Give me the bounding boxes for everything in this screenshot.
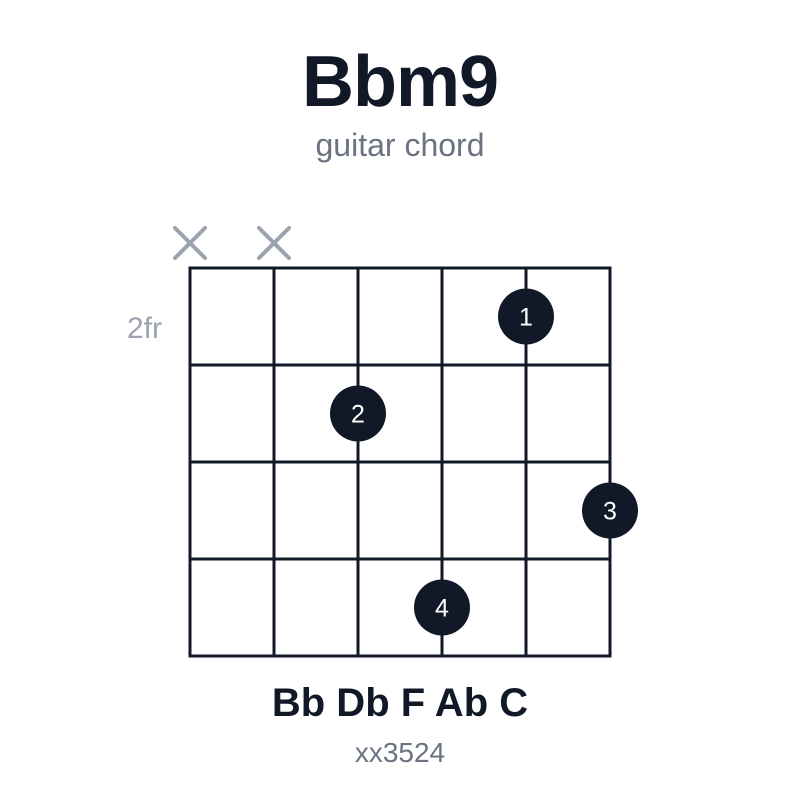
finger-dot-circle	[582, 482, 638, 539]
mute-x-icon	[173, 226, 207, 260]
chord-title: Bbm9	[301, 42, 499, 122]
finger-dot-circle	[414, 579, 470, 636]
finger-dot-circle	[330, 385, 386, 442]
chord-shape: xx3524	[354, 737, 446, 768]
finger-number: 3	[603, 498, 617, 526]
finger-dots: 1 2 3 4	[330, 288, 638, 636]
finger-number: 1	[519, 304, 533, 332]
finger-dot: 2	[330, 385, 386, 442]
string-markers	[173, 226, 291, 260]
mute-x-icon	[257, 226, 291, 260]
base-fret-label: 2fr	[127, 312, 162, 345]
finger-dot: 1	[498, 288, 554, 345]
chord-notes: Bb Db F Ab C	[271, 681, 529, 725]
finger-number: 2	[351, 401, 365, 429]
finger-dot-circle	[498, 288, 554, 345]
finger-dot: 3	[582, 482, 638, 539]
chord-subtitle: guitar chord	[315, 127, 485, 163]
finger-number: 4	[435, 595, 449, 623]
finger-dot: 4	[414, 579, 470, 636]
